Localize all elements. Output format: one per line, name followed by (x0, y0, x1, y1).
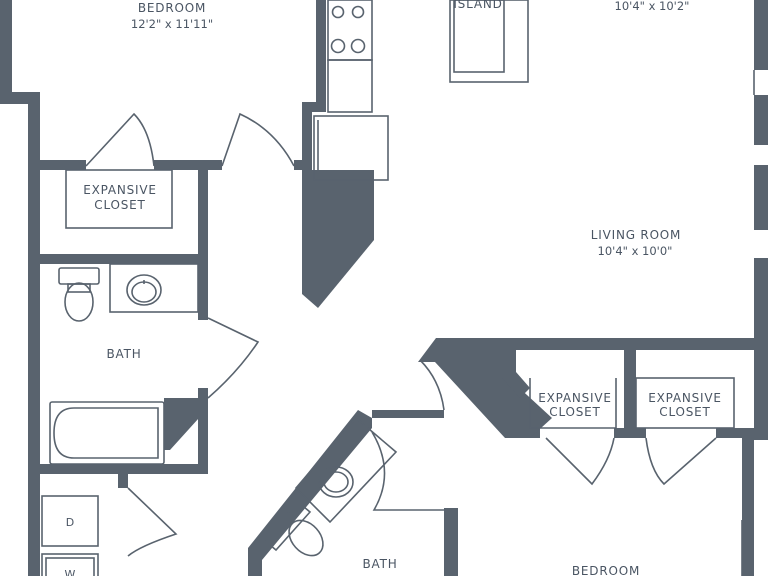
closet-right-shelf (635, 377, 735, 429)
burner-2 (351, 5, 365, 19)
door-bath-left (207, 317, 260, 399)
door-laundry (127, 487, 178, 557)
wall-right-e (754, 340, 768, 440)
wall-kitchen-left-c (294, 160, 312, 170)
bedroom-bottom-label: BEDROOM (571, 564, 641, 576)
door-closet-left-a (85, 112, 155, 167)
wall-closet-mid-diag (502, 350, 530, 398)
wall-kitchen-stub (302, 102, 326, 112)
sink-left-counter (109, 263, 199, 313)
wall-hall (372, 410, 444, 418)
wall-diagonal-bath (248, 410, 372, 576)
fridge (313, 115, 389, 181)
wall-bath-right-lower (198, 388, 208, 474)
wall-closet-bottom-a (614, 428, 646, 438)
closet-left-label-1: EXPANSIVE (83, 183, 157, 197)
washer (41, 553, 99, 576)
wall-closet-divider (624, 348, 636, 438)
wall-laundry-right (118, 474, 128, 488)
sink-right-basin (318, 466, 354, 498)
wall-bath-right-stub (444, 508, 458, 576)
wall-closet-bottom-b (716, 428, 768, 438)
wall-top-left-stub (0, 0, 12, 102)
closet-mid-label-1: EXPANSIVE (538, 391, 612, 405)
closet-right-label-2: CLOSET (659, 405, 711, 419)
tub-inner (53, 407, 159, 459)
door-hall (419, 359, 445, 411)
dryer (41, 495, 99, 547)
dryer-label: D (66, 516, 74, 529)
wall-kitchen-left-b (302, 112, 312, 170)
wall-right-c (754, 165, 768, 230)
wall-living-bottom (436, 338, 768, 350)
closet-mid-shelf (529, 378, 617, 429)
bedroom-top-dims: 12'2" x 11'11" (130, 17, 214, 31)
tub (49, 401, 165, 465)
wall-bedroom-bottom-b (154, 160, 222, 170)
wall-kitchen-left-a (316, 0, 326, 112)
doors (85, 112, 717, 557)
bedroom-top-label: BEDROOM (137, 1, 207, 15)
wall-right-d (754, 258, 768, 348)
closet-left-shelf (65, 169, 173, 229)
wall-right-a (754, 0, 768, 70)
counter (327, 59, 373, 113)
closet-left-label-2: CLOSET (94, 198, 146, 212)
living-room-label: LIVING ROOM (590, 228, 682, 242)
wall-tub-corner (164, 398, 208, 450)
toilet-left-neck (67, 283, 91, 293)
washer-inner (45, 557, 95, 576)
bath-right-label: BATH (362, 557, 398, 571)
sink-left-basin (126, 274, 162, 306)
burner-3 (330, 38, 346, 54)
wall-left-outer (28, 92, 40, 576)
bath-left-label: BATH (106, 347, 142, 361)
door-bath-right (371, 431, 446, 511)
door-closet-mid (545, 437, 615, 486)
door-closet-right (645, 437, 717, 486)
toilet-right-tank (262, 500, 312, 552)
door-bedroom (221, 112, 295, 167)
washer-label: W (65, 568, 76, 576)
wall-right-b (754, 95, 768, 145)
wall-bath-bottom (28, 464, 208, 474)
wall-diagonal-kitchen (302, 170, 374, 308)
sink-right-counter (294, 416, 398, 524)
closet-mid-label-2: CLOSET (549, 405, 601, 419)
living-room-dims: 10'4" x 10'0" (597, 244, 673, 258)
kitchen-dims: 10'4" x 10'2" (614, 0, 690, 13)
wall-closet-bath (28, 254, 208, 264)
burner-1 (331, 5, 345, 19)
island (449, 0, 529, 83)
toilet-right-bowl (288, 519, 324, 557)
closet-right-label-1: EXPANSIVE (648, 391, 722, 405)
sink-right-inner (323, 471, 349, 493)
sink-left-inner (131, 281, 157, 303)
wall-bedroom-bottom-a (28, 160, 86, 170)
toilet-left-bowl (64, 282, 94, 322)
fixtures (41, 0, 755, 576)
wall-diagonal-living (418, 338, 552, 438)
island-label: ISLAND (453, 0, 503, 11)
wall-right-lower (742, 430, 754, 576)
island-sink (453, 0, 505, 73)
burner-4 (350, 38, 366, 54)
wall-closet-right (198, 160, 208, 320)
toilet-left-tank (58, 267, 100, 285)
